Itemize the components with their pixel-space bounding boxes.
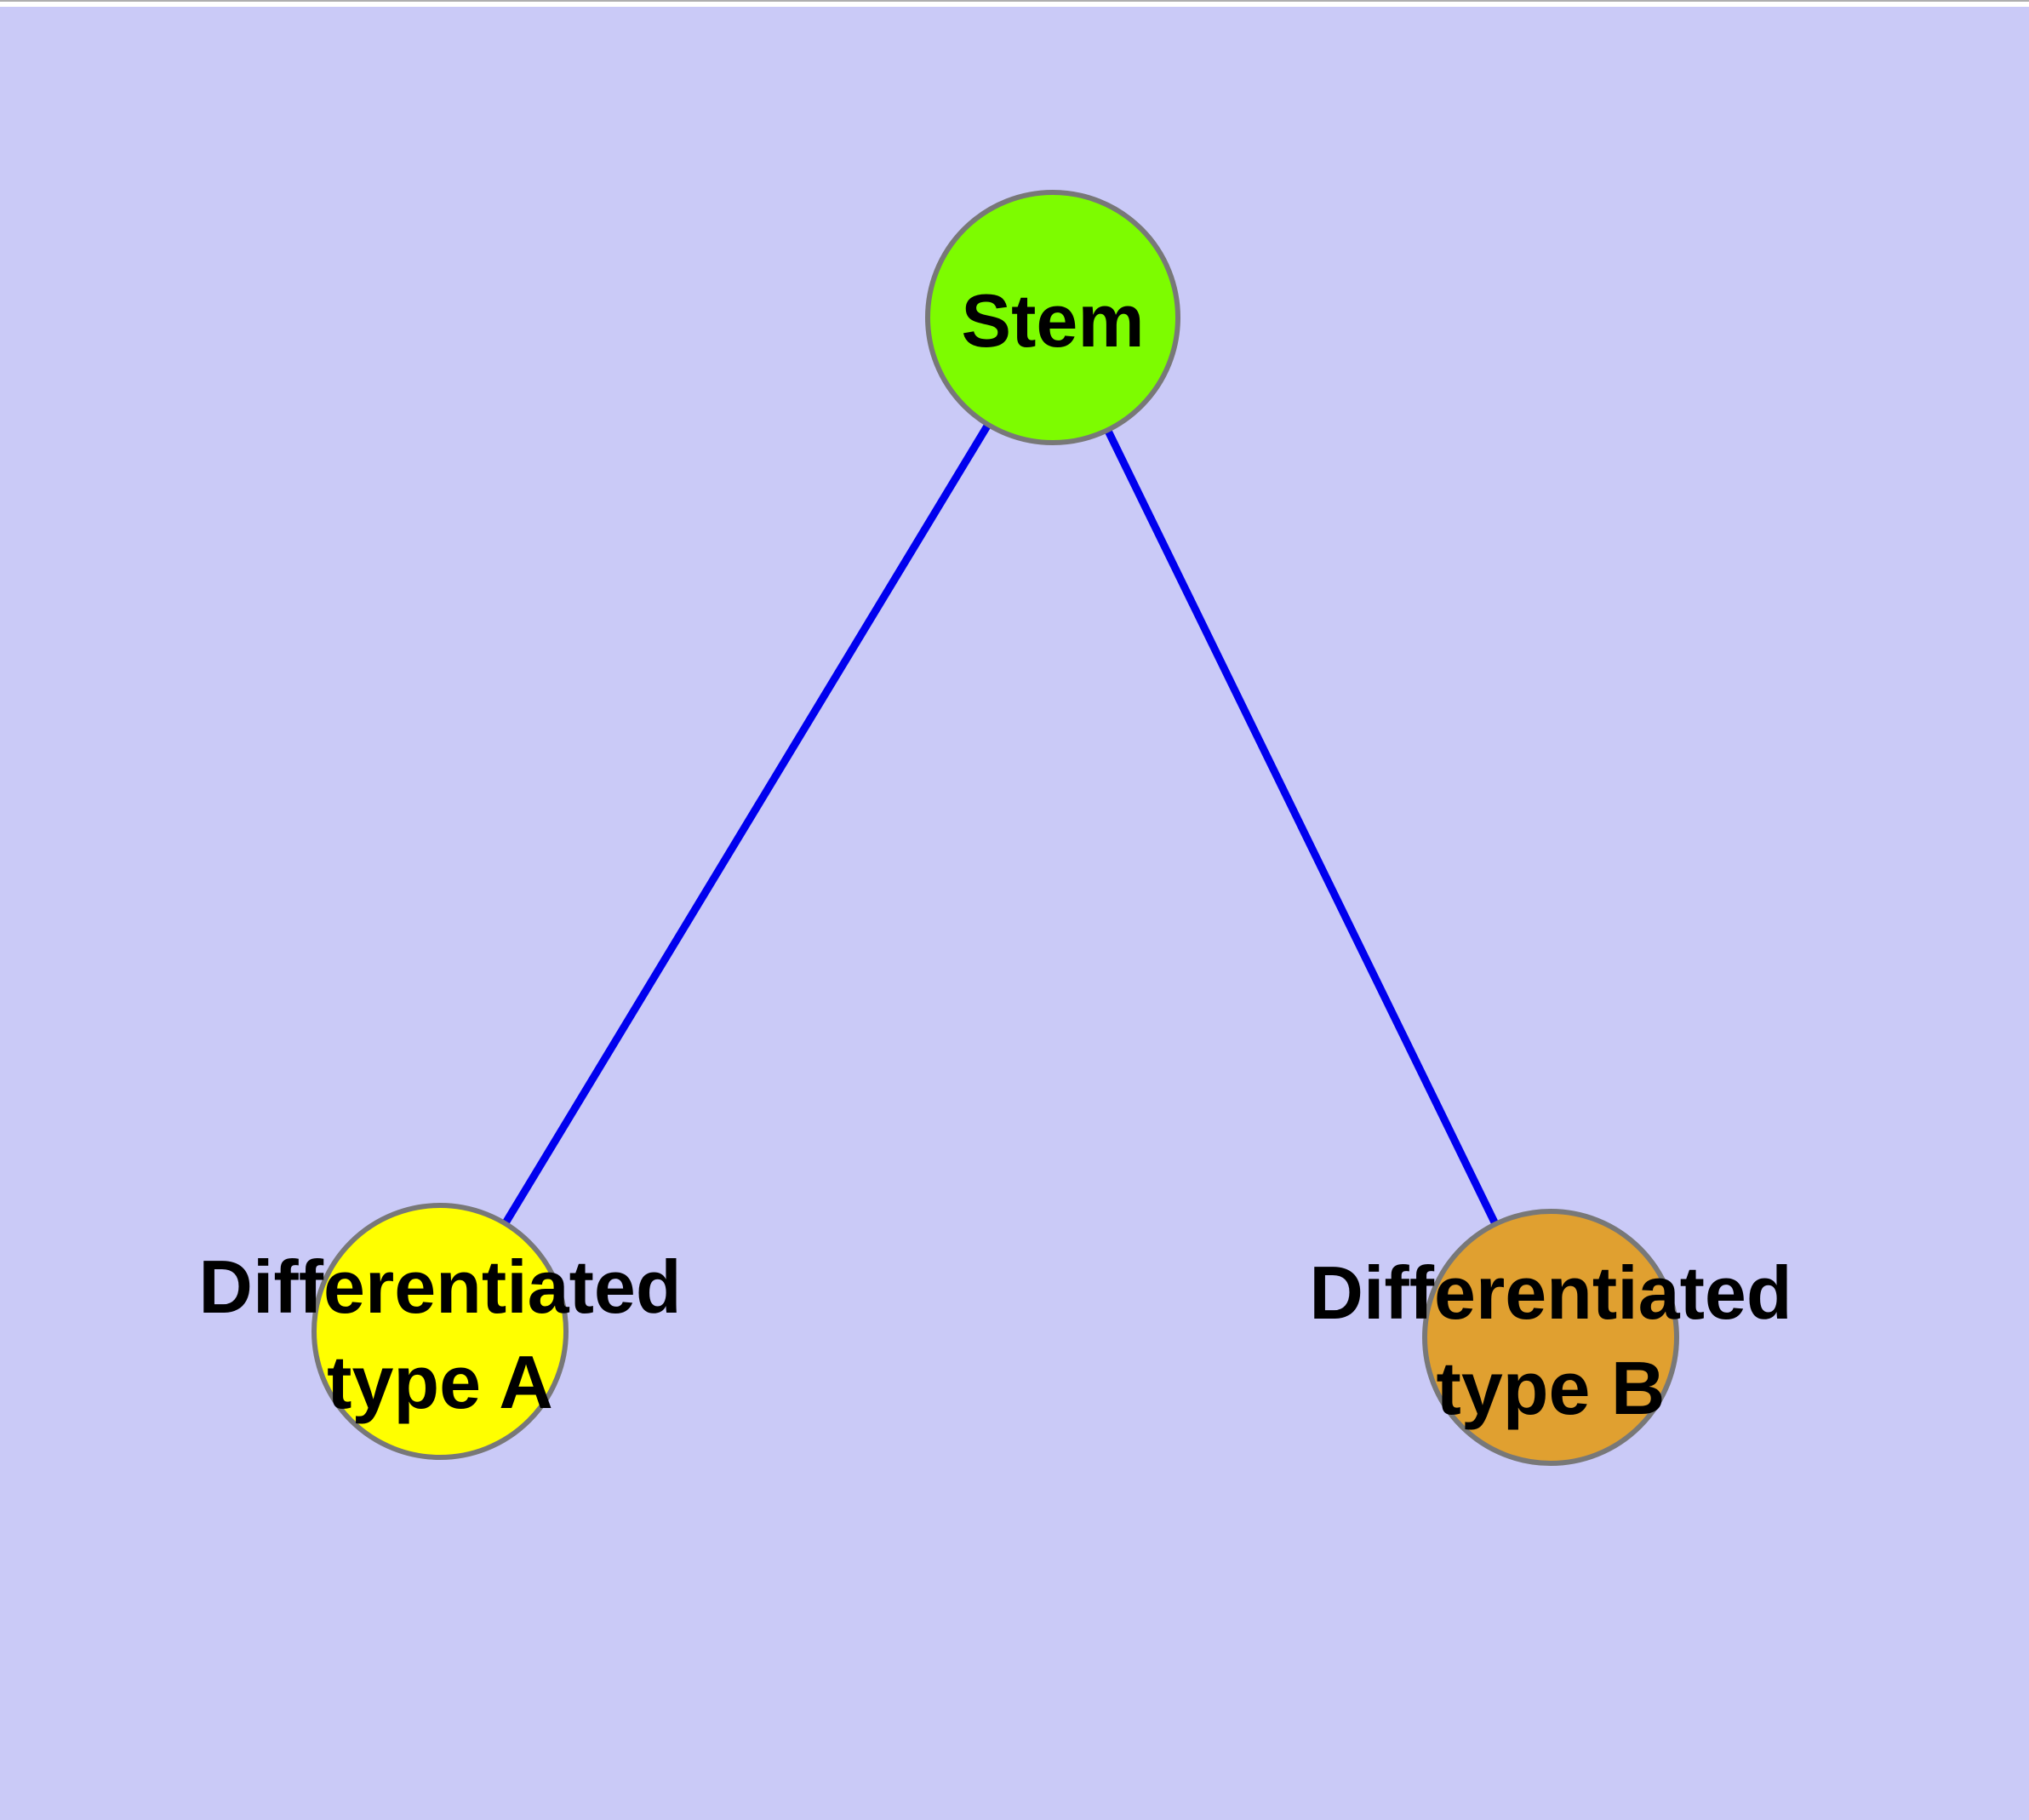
node-type-b-label-line2: type B [1436,1346,1666,1430]
node-type-a-label-line1: Differentiated [198,1245,682,1329]
node-type-a [311,1203,569,1460]
node-stem-label-text: Stem [961,278,1145,363]
node-type-b-label-line1: Differentiated [1309,1251,1792,1335]
node-type-a-label-line2: type A [327,1340,553,1424]
window-top-strip [0,0,2029,7]
node-stem-label: Stem [961,273,1144,369]
edge-stem-to-type-a [437,315,1056,1334]
node-type-a-label: Differentiated type A [198,1239,681,1430]
node-type-b-label: Differentiated type B [1309,1245,1792,1436]
node-stem [925,190,1180,445]
edge-stem-to-type-b [1049,316,1555,1339]
node-type-b [1422,1209,1679,1466]
